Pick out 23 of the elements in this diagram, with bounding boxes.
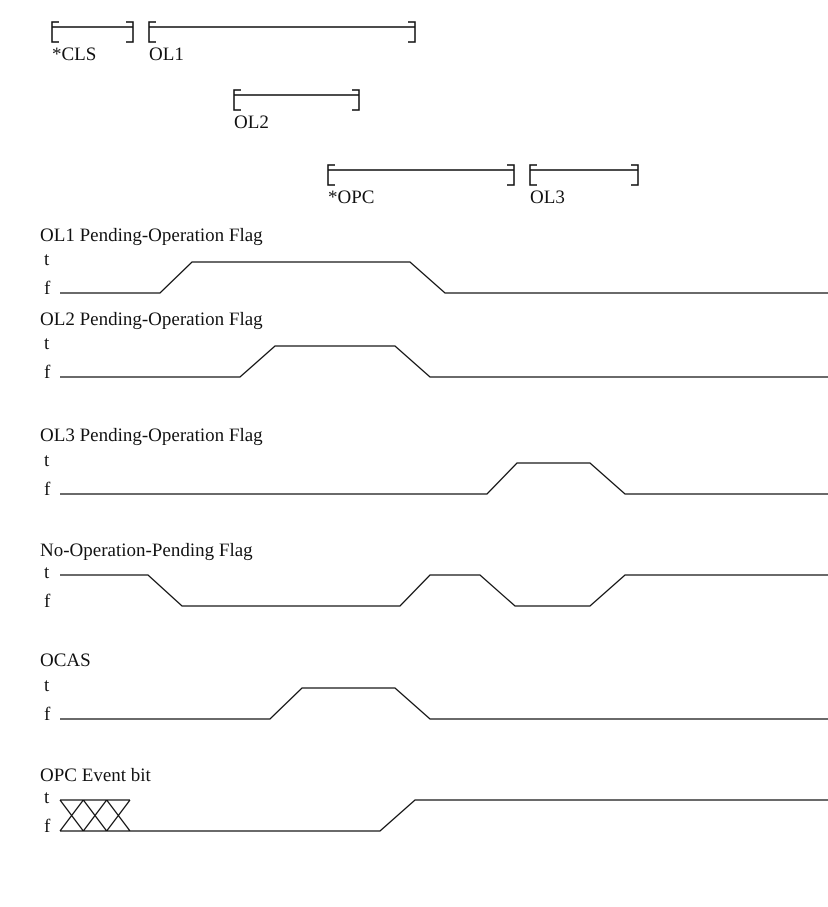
level-label: t [44, 788, 50, 807]
level-label: t [44, 334, 50, 353]
level-label: t [44, 451, 50, 470]
signal-name: OL1 Pending-Operation Flag [40, 226, 263, 245]
signal-name: No-Operation-Pending Flag [40, 541, 253, 560]
signal-name: OL3 Pending-Operation Flag [40, 426, 263, 445]
level-label: f [44, 705, 50, 724]
command-label: OL1 [149, 45, 184, 64]
command-label: *OPC [328, 188, 374, 207]
command-label: OL3 [530, 188, 565, 207]
level-label: f [44, 592, 50, 611]
command-label: OL2 [234, 113, 269, 132]
signal-name: OL2 Pending-Operation Flag [40, 310, 263, 329]
level-label: t [44, 676, 50, 695]
level-label: f [44, 480, 50, 499]
command-label: *CLS [52, 45, 96, 64]
level-label: f [44, 363, 50, 382]
level-label: f [44, 279, 50, 298]
level-label: t [44, 250, 50, 269]
signal-name: OPC Event bit [40, 766, 151, 785]
signal-name: OCAS [40, 651, 91, 670]
level-label: f [44, 817, 50, 836]
level-label: t [44, 563, 50, 582]
